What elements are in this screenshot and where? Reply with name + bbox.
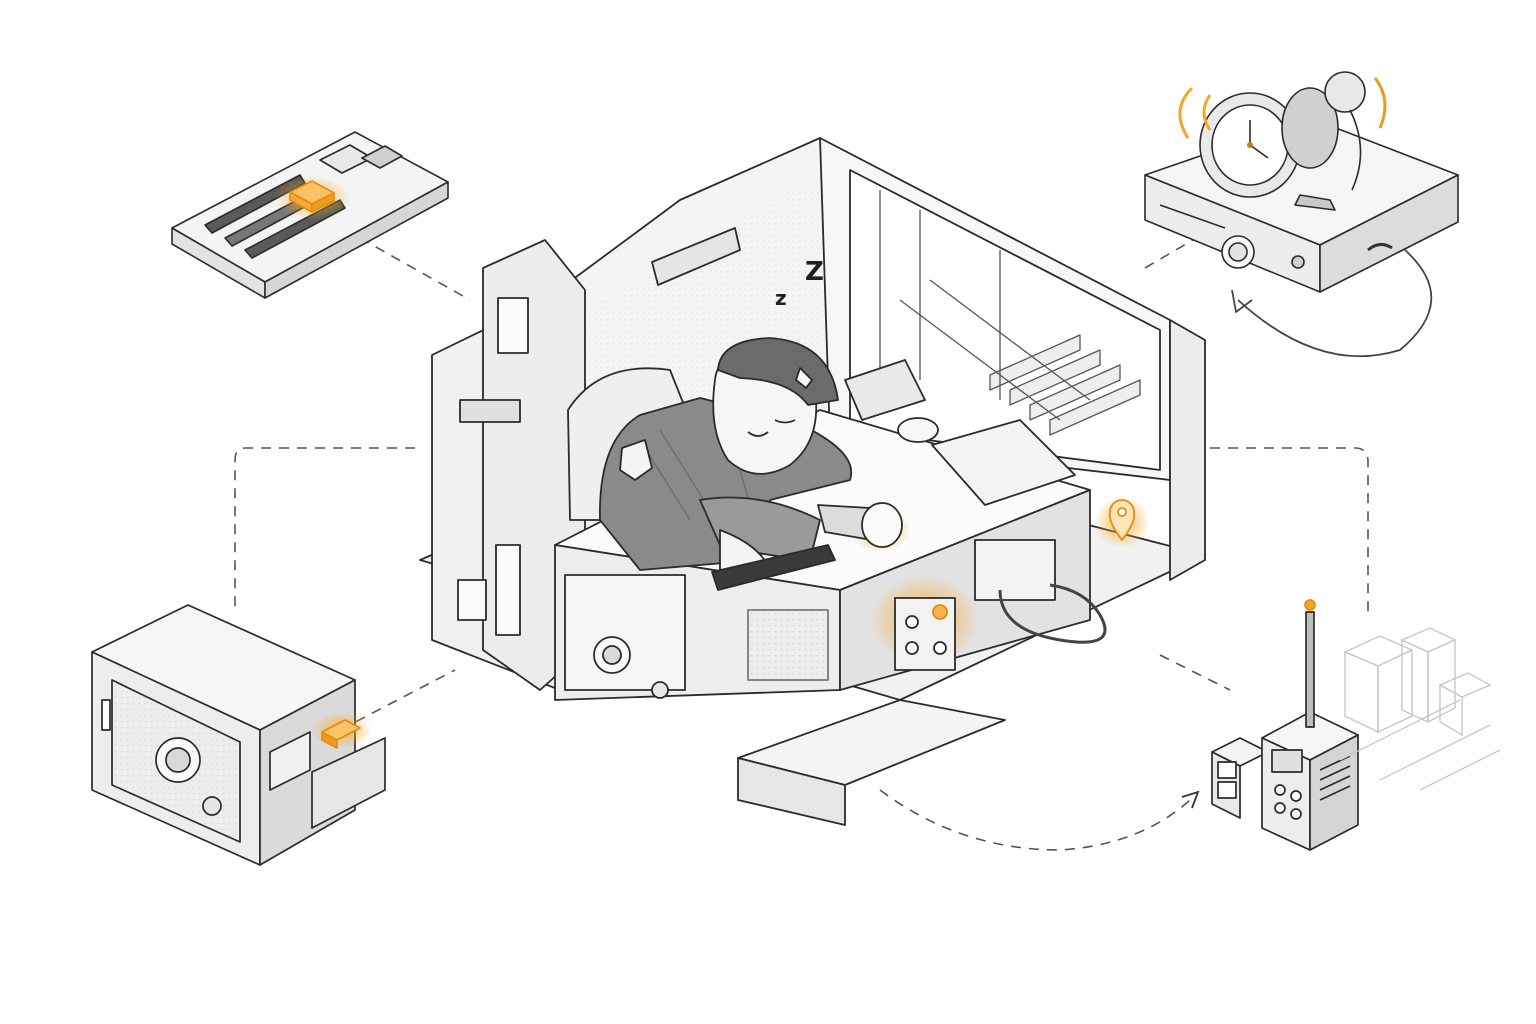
connector-room-to-safe xyxy=(234,447,415,610)
connector-board-to-room xyxy=(359,237,471,301)
connector-room-to-city xyxy=(1210,447,1369,615)
ac-unit xyxy=(651,227,741,286)
flashlight-icon xyxy=(817,502,910,552)
safe-icon xyxy=(91,604,386,866)
alarm-clock-icon xyxy=(1144,71,1459,358)
city-buildings-icon xyxy=(1339,627,1501,791)
connector-room-to-radio xyxy=(879,789,1191,851)
police-badge-icon xyxy=(619,439,653,481)
connector-cable-to-radio xyxy=(1159,654,1231,691)
sleep-z-large: Z xyxy=(805,257,824,287)
sleeping-guard xyxy=(599,337,910,591)
radio-transmitter-icon xyxy=(1211,599,1359,851)
circuit-board-icon xyxy=(171,131,449,299)
sleep-z-small: z xyxy=(775,286,787,310)
staircase xyxy=(879,190,1141,436)
desk-safe xyxy=(564,574,686,691)
location-pin-icon xyxy=(1108,499,1136,541)
arrow-head-icon xyxy=(1181,790,1200,809)
cable xyxy=(998,583,1107,644)
guard-cap xyxy=(717,337,839,406)
